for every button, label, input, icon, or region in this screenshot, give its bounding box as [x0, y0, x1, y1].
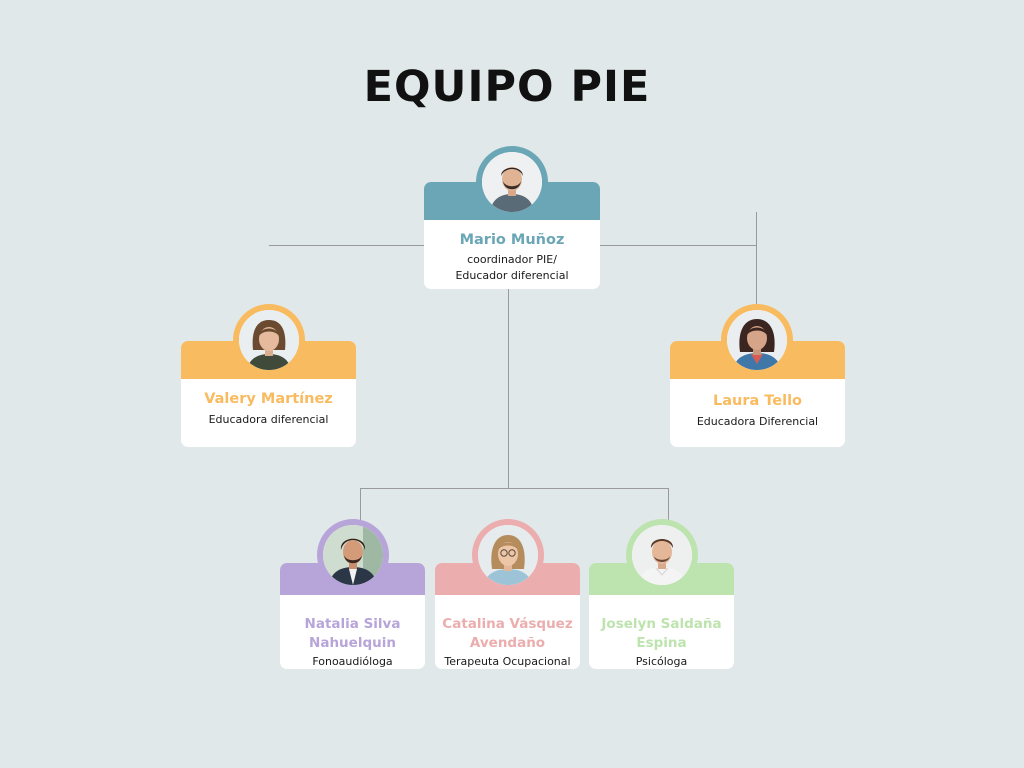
avatar: [482, 152, 542, 212]
avatar: [323, 525, 383, 585]
member-role: Educadora diferencial: [208, 413, 329, 426]
member-name: Espina: [636, 635, 687, 651]
member-role: Terapeuta Ocupacional: [444, 655, 571, 668]
member-name: Natalia Silva: [304, 616, 401, 632]
woman-portrait-icon: [478, 525, 538, 585]
member-name: Laura Tello: [712, 393, 803, 409]
member-name: Joselyn Saldaña: [601, 616, 722, 632]
member-name: Avendaño: [469, 635, 546, 651]
avatar: [727, 310, 787, 370]
member-name: Catalina Vásquez: [442, 616, 573, 632]
avatar: [632, 525, 692, 585]
member-role: Educadora Diferencial: [696, 415, 819, 428]
avatar: [239, 310, 299, 370]
member-name: Valery Martínez: [204, 391, 333, 407]
man-portrait-icon: [323, 525, 383, 585]
member-role: Educador diferencial: [455, 269, 569, 282]
connector-bottom-right-drop: [668, 488, 669, 520]
woman-portrait-icon: [239, 310, 299, 370]
connector-bottom-horizontal: [360, 488, 669, 489]
member-card-bottom1: Natalia Silva Nahuelquin Fonoaudióloga: [280, 563, 425, 669]
connector-bottom-left-drop: [360, 488, 361, 520]
woman-portrait-icon: [727, 310, 787, 370]
avatar: [478, 525, 538, 585]
man-portrait-icon: [482, 152, 542, 212]
chart-title: EQUIPO PIE: [363, 62, 651, 112]
member-card-left: Valery Martínez Educadora diferencial: [181, 341, 356, 447]
member-role: Fonoaudióloga: [312, 655, 393, 668]
member-role: coordinador PIE/: [467, 253, 557, 266]
connector-center-trunk: [508, 289, 509, 489]
member-name: Nahuelquin: [309, 635, 396, 651]
connector-right-drop: [756, 212, 757, 308]
member-role: Psicóloga: [635, 655, 688, 668]
man-portrait-icon: [632, 525, 692, 585]
member-name: Mario Muñoz: [459, 232, 565, 248]
